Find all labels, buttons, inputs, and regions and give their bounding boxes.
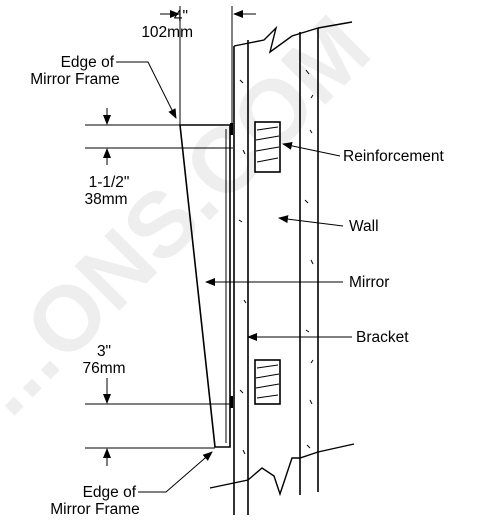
edge-of-mirror-frame-top-line1: Edge of <box>61 54 115 71</box>
reinforcement-label: Reinforcement <box>343 148 444 165</box>
bracket <box>230 123 233 408</box>
mirror <box>179 124 231 448</box>
gap-dimension-mm: 38mm <box>84 191 127 208</box>
bottom-dimension-mm: 76mm <box>82 360 125 377</box>
mirror-label: Mirror <box>349 274 389 291</box>
reinforcement-top <box>254 121 281 173</box>
reinforcement-bottom <box>254 359 281 405</box>
top-dimension-mm: 102mm <box>141 24 193 41</box>
wall-label: Wall <box>349 218 379 235</box>
top-dimension-inches: 4" <box>174 8 188 25</box>
edge-of-mirror-frame-bottom-line2: Mirror Frame <box>50 501 140 518</box>
wall <box>209 21 355 515</box>
gap-dimension-inches: 1-1/2" <box>89 174 130 191</box>
edge-of-mirror-frame-bottom-line1: Edge of <box>83 484 137 501</box>
edge-of-mirror-frame-top-line2: Mirror Frame <box>30 71 120 88</box>
wall-texture <box>238 69 314 455</box>
arrows <box>103 10 352 493</box>
watermark: ...ONS.COM <box>0 0 389 434</box>
bracket-label: Bracket <box>356 329 409 346</box>
bottom-dimension-inches: 3" <box>97 343 111 360</box>
